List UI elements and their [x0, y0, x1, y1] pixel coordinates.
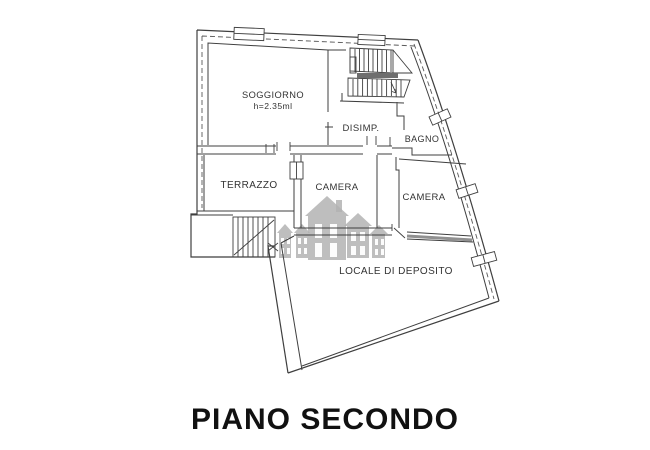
room-label-disimpegno: DISIMP. — [343, 123, 380, 134]
staircase-lower — [232, 216, 276, 258]
room-label-soggiorno-height: h=2.35ml — [254, 101, 293, 111]
room-label-camera-1: CAMERA — [315, 182, 358, 193]
dashed-boundary-line — [201, 35, 495, 300]
outer-walls — [190, 29, 500, 374]
thick-wall-segment — [406, 234, 473, 242]
door-tick-marks — [265, 126, 406, 252]
room-label-camera-2: CAMERA — [402, 192, 445, 203]
room-label-soggiorno: SOGGIORNO — [242, 90, 304, 100]
room-label-terrazzo: TERRAZZO — [220, 180, 277, 191]
room-label-bagno: BAGNO — [405, 134, 440, 144]
staircase-upper — [347, 47, 413, 98]
houses-logo-icon — [277, 196, 388, 260]
window-icons — [233, 26, 498, 268]
interior-walls — [191, 42, 490, 371]
plan-title: PIANO SECONDO — [190, 403, 460, 436]
floor-plan-drawing: SOGGIORNO h=2.35ml DISIMP. BAGNO TERRAZZ… — [190, 26, 500, 374]
room-label-deposito: LOCALE DI DEPOSITO — [339, 266, 453, 277]
